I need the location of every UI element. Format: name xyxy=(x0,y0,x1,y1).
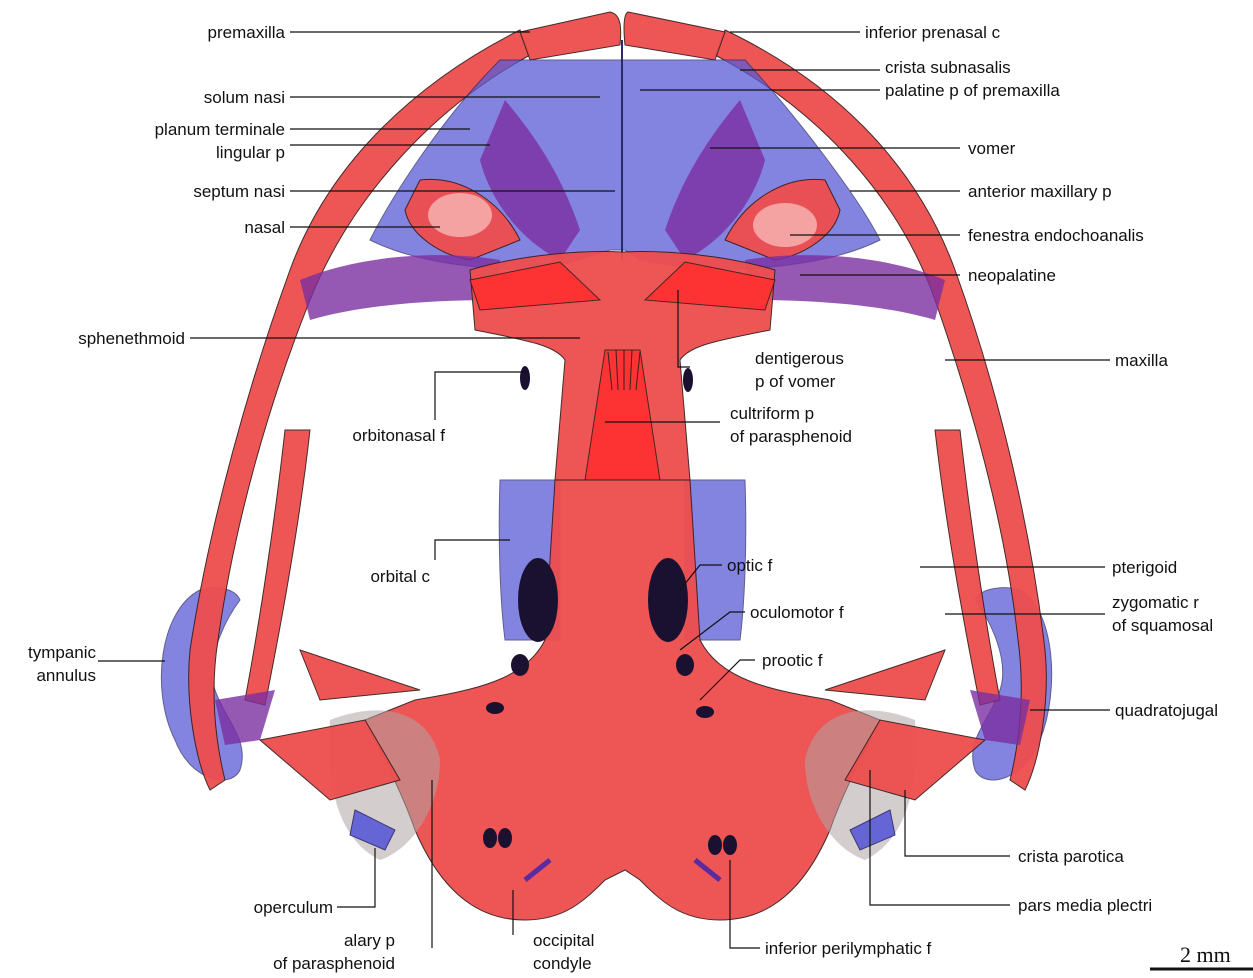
label-inferior-prenasal-c: inferior prenasal c xyxy=(865,23,1001,42)
label-crista-subnasalis: crista subnasalis xyxy=(885,58,1011,77)
label-anterior-maxillary-p: anterior maxillary p xyxy=(968,182,1112,201)
optic-foramen-left xyxy=(518,558,558,642)
label-pars-media-plectri: pars media plectri xyxy=(1018,896,1152,915)
quadratojugal-left xyxy=(215,690,275,745)
neopalatine-right xyxy=(745,255,945,320)
pterygoid-left xyxy=(245,430,310,705)
label-premaxilla: premaxilla xyxy=(208,23,286,42)
label-p-of-vomer: p of vomer xyxy=(755,372,836,391)
fenestra-right xyxy=(753,203,817,247)
label-operculum: operculum xyxy=(254,898,333,917)
parasphenoid-body xyxy=(365,480,880,920)
label-fenestra-endochoanalis: fenestra endochoanalis xyxy=(968,226,1144,245)
fenestra-left xyxy=(428,193,492,237)
orbitonasal-foramen-right xyxy=(683,368,693,392)
label-dentigerous: dentigerous xyxy=(755,349,844,368)
label-zygomatic-r: zygomatic r xyxy=(1112,593,1199,612)
label-pterigoid: pterigoid xyxy=(1112,558,1177,577)
label-septum-nasi: septum nasi xyxy=(193,182,285,201)
prootic-foramen-left xyxy=(486,702,504,714)
label-occipital: occipital xyxy=(533,931,594,950)
label-tympanic: tympanic xyxy=(28,643,97,662)
premaxilla-right xyxy=(624,12,725,60)
label-cultriform-p: cultriform p xyxy=(730,404,814,423)
label-lingular-p: lingular p xyxy=(216,143,285,162)
label-annulus: annulus xyxy=(36,666,96,685)
label-nasal: nasal xyxy=(244,218,285,237)
premaxilla-left xyxy=(520,12,621,60)
label-condyle: condyle xyxy=(533,954,592,973)
label-vomer: vomer xyxy=(968,139,1016,158)
label-inferior-perilymphatic-f: inferior perilymphatic f xyxy=(765,939,932,958)
squamosal-left xyxy=(300,650,420,700)
scale-bar: 2 mm xyxy=(1150,942,1253,969)
label-palatine-p: palatine p of premaxilla xyxy=(885,81,1060,100)
neopalatine-left xyxy=(300,255,500,320)
label-planum-terminale: planum terminale xyxy=(155,120,285,139)
scale-bar-label: 2 mm xyxy=(1180,942,1231,967)
label-oculomotor-f: oculomotor f xyxy=(750,603,844,622)
label-prootic-f: prootic f xyxy=(762,651,823,670)
label-neopalatine: neopalatine xyxy=(968,266,1056,285)
orbitonasal-foramen-left xyxy=(520,366,530,390)
label-of-parasphenoid-cult: of parasphenoid xyxy=(730,427,852,446)
label-of-parasphenoid-alary: of parasphenoid xyxy=(273,954,395,973)
perilymphatic-foramen-l2 xyxy=(498,828,512,848)
label-orbitonasal-f: orbitonasal f xyxy=(352,426,445,445)
label-quadratojugal: quadratojugal xyxy=(1115,701,1218,720)
label-orbital-c: orbital c xyxy=(370,567,430,586)
squamosal-right xyxy=(825,650,945,700)
label-optic-f: optic f xyxy=(727,556,773,575)
label-crista-parotica: crista parotica xyxy=(1018,847,1124,866)
perilymphatic-foramen-r1 xyxy=(708,835,722,855)
perilymphatic-foramen-l1 xyxy=(483,828,497,848)
label-alary-p: alary p xyxy=(344,931,395,950)
optic-foramen-right xyxy=(648,558,688,642)
oculomotor-foramen-right xyxy=(676,654,694,676)
label-of-squamosal: of squamosal xyxy=(1112,616,1213,635)
prootic-foramen-right xyxy=(696,706,714,718)
label-solum-nasi: solum nasi xyxy=(204,88,285,107)
oculomotor-foramen-left xyxy=(511,654,529,676)
label-maxilla: maxilla xyxy=(1115,351,1168,370)
perilymphatic-foramen-r2 xyxy=(723,835,737,855)
label-sphenethmoid: sphenethmoid xyxy=(78,329,185,348)
